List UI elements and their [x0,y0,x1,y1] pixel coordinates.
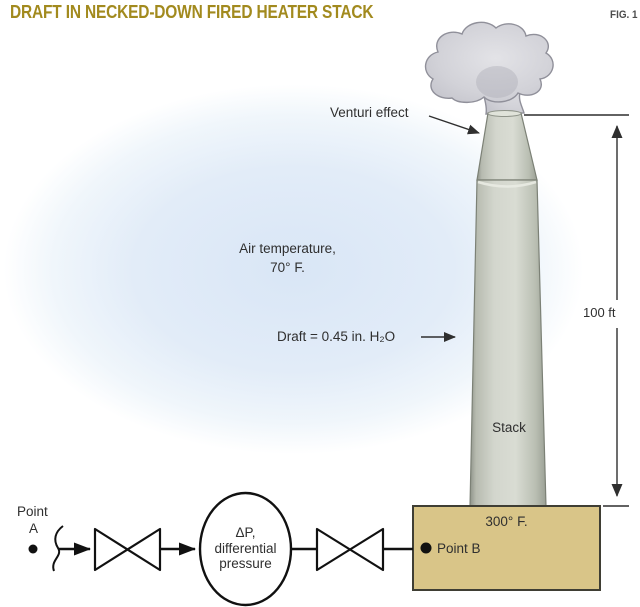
stack-body [469,179,547,507]
dp-gauge-line2: differential [214,540,277,556]
point-a-label-letter: A [29,521,39,536]
box-temperature-label: 300° F. [485,514,528,529]
stack-joint-highlight [477,180,537,188]
air-temperature-label: Air temperature, 70° F. [210,239,365,277]
valve-icon-1 [93,527,162,572]
point-a-dot [28,544,38,554]
stack-height-label: 100 ft [583,305,616,320]
stack-label: Stack [492,420,526,435]
stack-mouth [487,110,522,117]
dp-gauge-line3: pressure [219,556,272,571]
dp-gauge-label: ΔP, differential pressure [200,525,291,572]
venturi-arrow [428,115,480,135]
smoke-shading [476,66,518,98]
dp-gauge-line1: ΔP, [235,525,256,540]
air-temperature-line2: 70° F. [270,260,305,275]
air-temperature-line1: Air temperature, [239,241,336,256]
figure-title: DRAFT IN NECKED-DOWN FIRED HEATER STACK [10,2,374,22]
valve-icon-2 [315,527,385,572]
point-b-label: Point B [437,541,481,556]
venturi-effect-label: Venturi effect [330,105,409,120]
figure-number: FIG. 1 [610,9,638,21]
point-a-label-word: Point [17,504,48,519]
point-b-dot [420,542,432,554]
heater-box [412,505,601,591]
stack-neck [476,112,538,181]
smoke-cloud-icon [424,21,554,104]
draft-value-label: Draft = 0.45 in. H₂O [277,329,396,344]
